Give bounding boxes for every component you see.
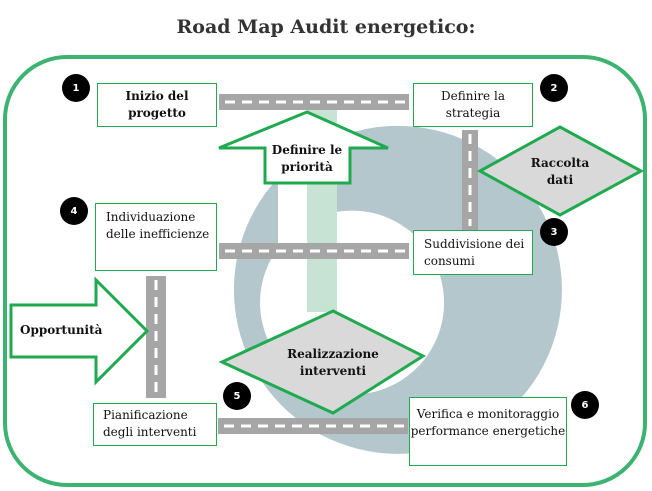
- step-4-box: Individuazione delle inefficienze: [95, 203, 217, 271]
- step-4-line2: delle inefficienze: [106, 227, 210, 241]
- implementation-label: Realizzazione interventi: [283, 346, 383, 380]
- step-6-line1: Verifica e monitoraggio: [416, 407, 560, 421]
- step-3-line1: Suddivisione dei: [424, 237, 525, 251]
- step-1-badge: 1: [62, 74, 90, 102]
- data-collection-line2: dati: [546, 173, 574, 187]
- priorities-arrow: [218, 110, 389, 185]
- step-3-badge: 3: [540, 218, 568, 246]
- step-6-box: Verifica e monitoraggio performance ener…: [409, 397, 567, 466]
- road-bottom: [218, 418, 408, 434]
- diagram-title: Road Map Audit energetico:: [176, 16, 476, 38]
- implementation-diamond: [218, 309, 427, 415]
- step-5-badge: 5: [223, 382, 251, 410]
- implementation-line2: interventi: [299, 364, 367, 378]
- step-3-line2: consumi: [424, 254, 475, 268]
- step-5-line1: Pianificazione: [103, 408, 188, 422]
- data-collection-label: Raccolta dati: [515, 155, 605, 189]
- data-collection-line1: Raccolta: [530, 156, 590, 170]
- data-collection-diamond: [476, 125, 645, 217]
- outer-frame: [3, 55, 647, 487]
- priorities-line2: priorità: [281, 160, 333, 174]
- step-5-box: Pianificazione degli interventi: [93, 403, 217, 446]
- road-left-vertical: [146, 276, 166, 398]
- step-4-badge: 4: [60, 197, 88, 225]
- road-top: [219, 94, 409, 110]
- step-2-badge: 2: [540, 74, 568, 102]
- priorities-label: Definire le priorità: [262, 142, 352, 176]
- step-1-line2: progetto: [128, 106, 186, 120]
- opportunities-arrow: [9, 276, 150, 386]
- road-right-vertical: [462, 130, 478, 230]
- step-3-box: Suddivisione dei consumi: [413, 230, 533, 275]
- step-2-box: Definire la strategia: [413, 83, 533, 127]
- step-2-line1: Definire la: [441, 89, 505, 103]
- step-1-line1: Inizio del: [125, 89, 189, 103]
- step-6-badge: 6: [571, 391, 599, 419]
- step-2-line2: strategia: [445, 106, 501, 120]
- road-middle: [219, 243, 409, 259]
- step-1-box: Inizio del progetto: [97, 83, 217, 127]
- opportunities-label: Opportunità: [20, 322, 120, 339]
- priorities-line1: Definire le: [271, 143, 343, 157]
- step-6-line2: performance energetiche: [410, 424, 566, 438]
- step-5-line2: degli interventi: [103, 425, 197, 439]
- step-4-line1: Individuazione: [106, 210, 196, 224]
- cycle-ring: [233, 125, 562, 454]
- implementation-line1: Realizzazione: [287, 347, 379, 361]
- opportunities-line1: Opportunità: [20, 323, 103, 337]
